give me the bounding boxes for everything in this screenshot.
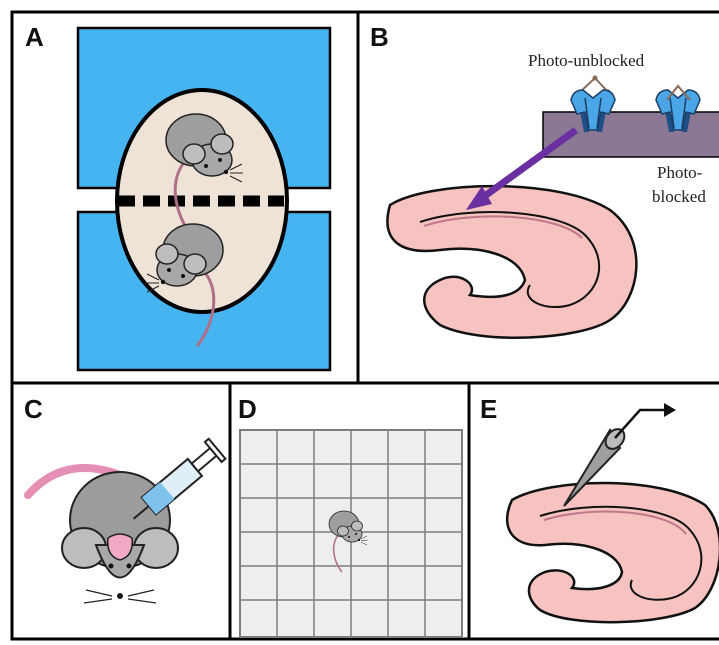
panel-a-letter: A [25, 22, 44, 52]
panel-c: C [12, 383, 230, 639]
photo-blocked-label-2: blocked [652, 187, 706, 206]
panel-b-letter: B [370, 22, 389, 52]
panel-a: A [12, 12, 358, 383]
panel-e: E [469, 383, 719, 639]
photo-blocked-label-1: Photo- [657, 163, 703, 182]
panel-d-letter: D [238, 394, 257, 424]
panel-b: B Photo-unblocked Photo- blocked [358, 12, 719, 383]
panel-c-letter: C [24, 394, 43, 424]
panel-d: D [230, 383, 469, 639]
panel-e-letter: E [480, 394, 497, 424]
photo-unblocked-label: Photo-unblocked [528, 51, 645, 70]
